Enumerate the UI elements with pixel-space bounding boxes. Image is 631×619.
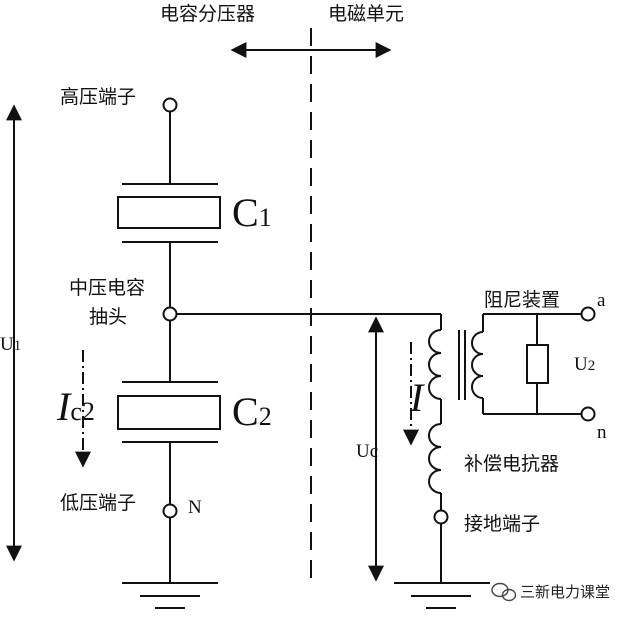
low-terminal-label: 低压端子 — [60, 492, 136, 514]
ground-terminal-label: 接地端子 — [464, 513, 540, 535]
transformer-secondary-coil — [471, 331, 484, 399]
c2-label: C2 — [232, 389, 272, 434]
high-terminal-label: 高压端子 — [60, 86, 136, 108]
high-voltage-terminal — [162, 97, 178, 113]
ic2-label: Ic2 — [56, 384, 95, 429]
mid-tap-terminal — [162, 306, 178, 322]
watermark-text: 三新电力课堂 — [520, 583, 610, 601]
ground-terminal — [433, 509, 449, 525]
i-label: I — [409, 375, 425, 420]
low-voltage-terminal — [162, 503, 178, 519]
section-electromagnetic-unit: 电磁单元 — [328, 3, 404, 25]
u1-label: U1 — [0, 334, 21, 355]
terminal-n-label: n — [597, 422, 607, 443]
transformer-primary-coil — [428, 329, 442, 400]
c2-dielectric — [117, 395, 221, 430]
c1-dielectric — [117, 196, 221, 229]
uc-label: Uc — [356, 441, 378, 462]
damping-resistor — [526, 344, 549, 384]
mid-tap-label-line1: 中压电容 — [69, 277, 145, 299]
terminal-n — [580, 406, 596, 422]
terminal-a — [580, 306, 596, 322]
damping-device-label: 阻尼装置 — [484, 289, 560, 311]
u2-label: U2 — [574, 354, 595, 375]
terminal-a-label: a — [597, 290, 606, 311]
wechat-icon — [491, 582, 517, 602]
n-terminal-label: N — [188, 497, 202, 518]
compensating-reactor-label: 补偿电抗器 — [464, 453, 559, 475]
c1-label: C1 — [232, 190, 272, 235]
section-capacitor-divider: 电容分压器 — [160, 3, 255, 25]
mid-tap-label-line2: 抽头 — [89, 306, 127, 328]
reactor-coil — [428, 423, 442, 494]
